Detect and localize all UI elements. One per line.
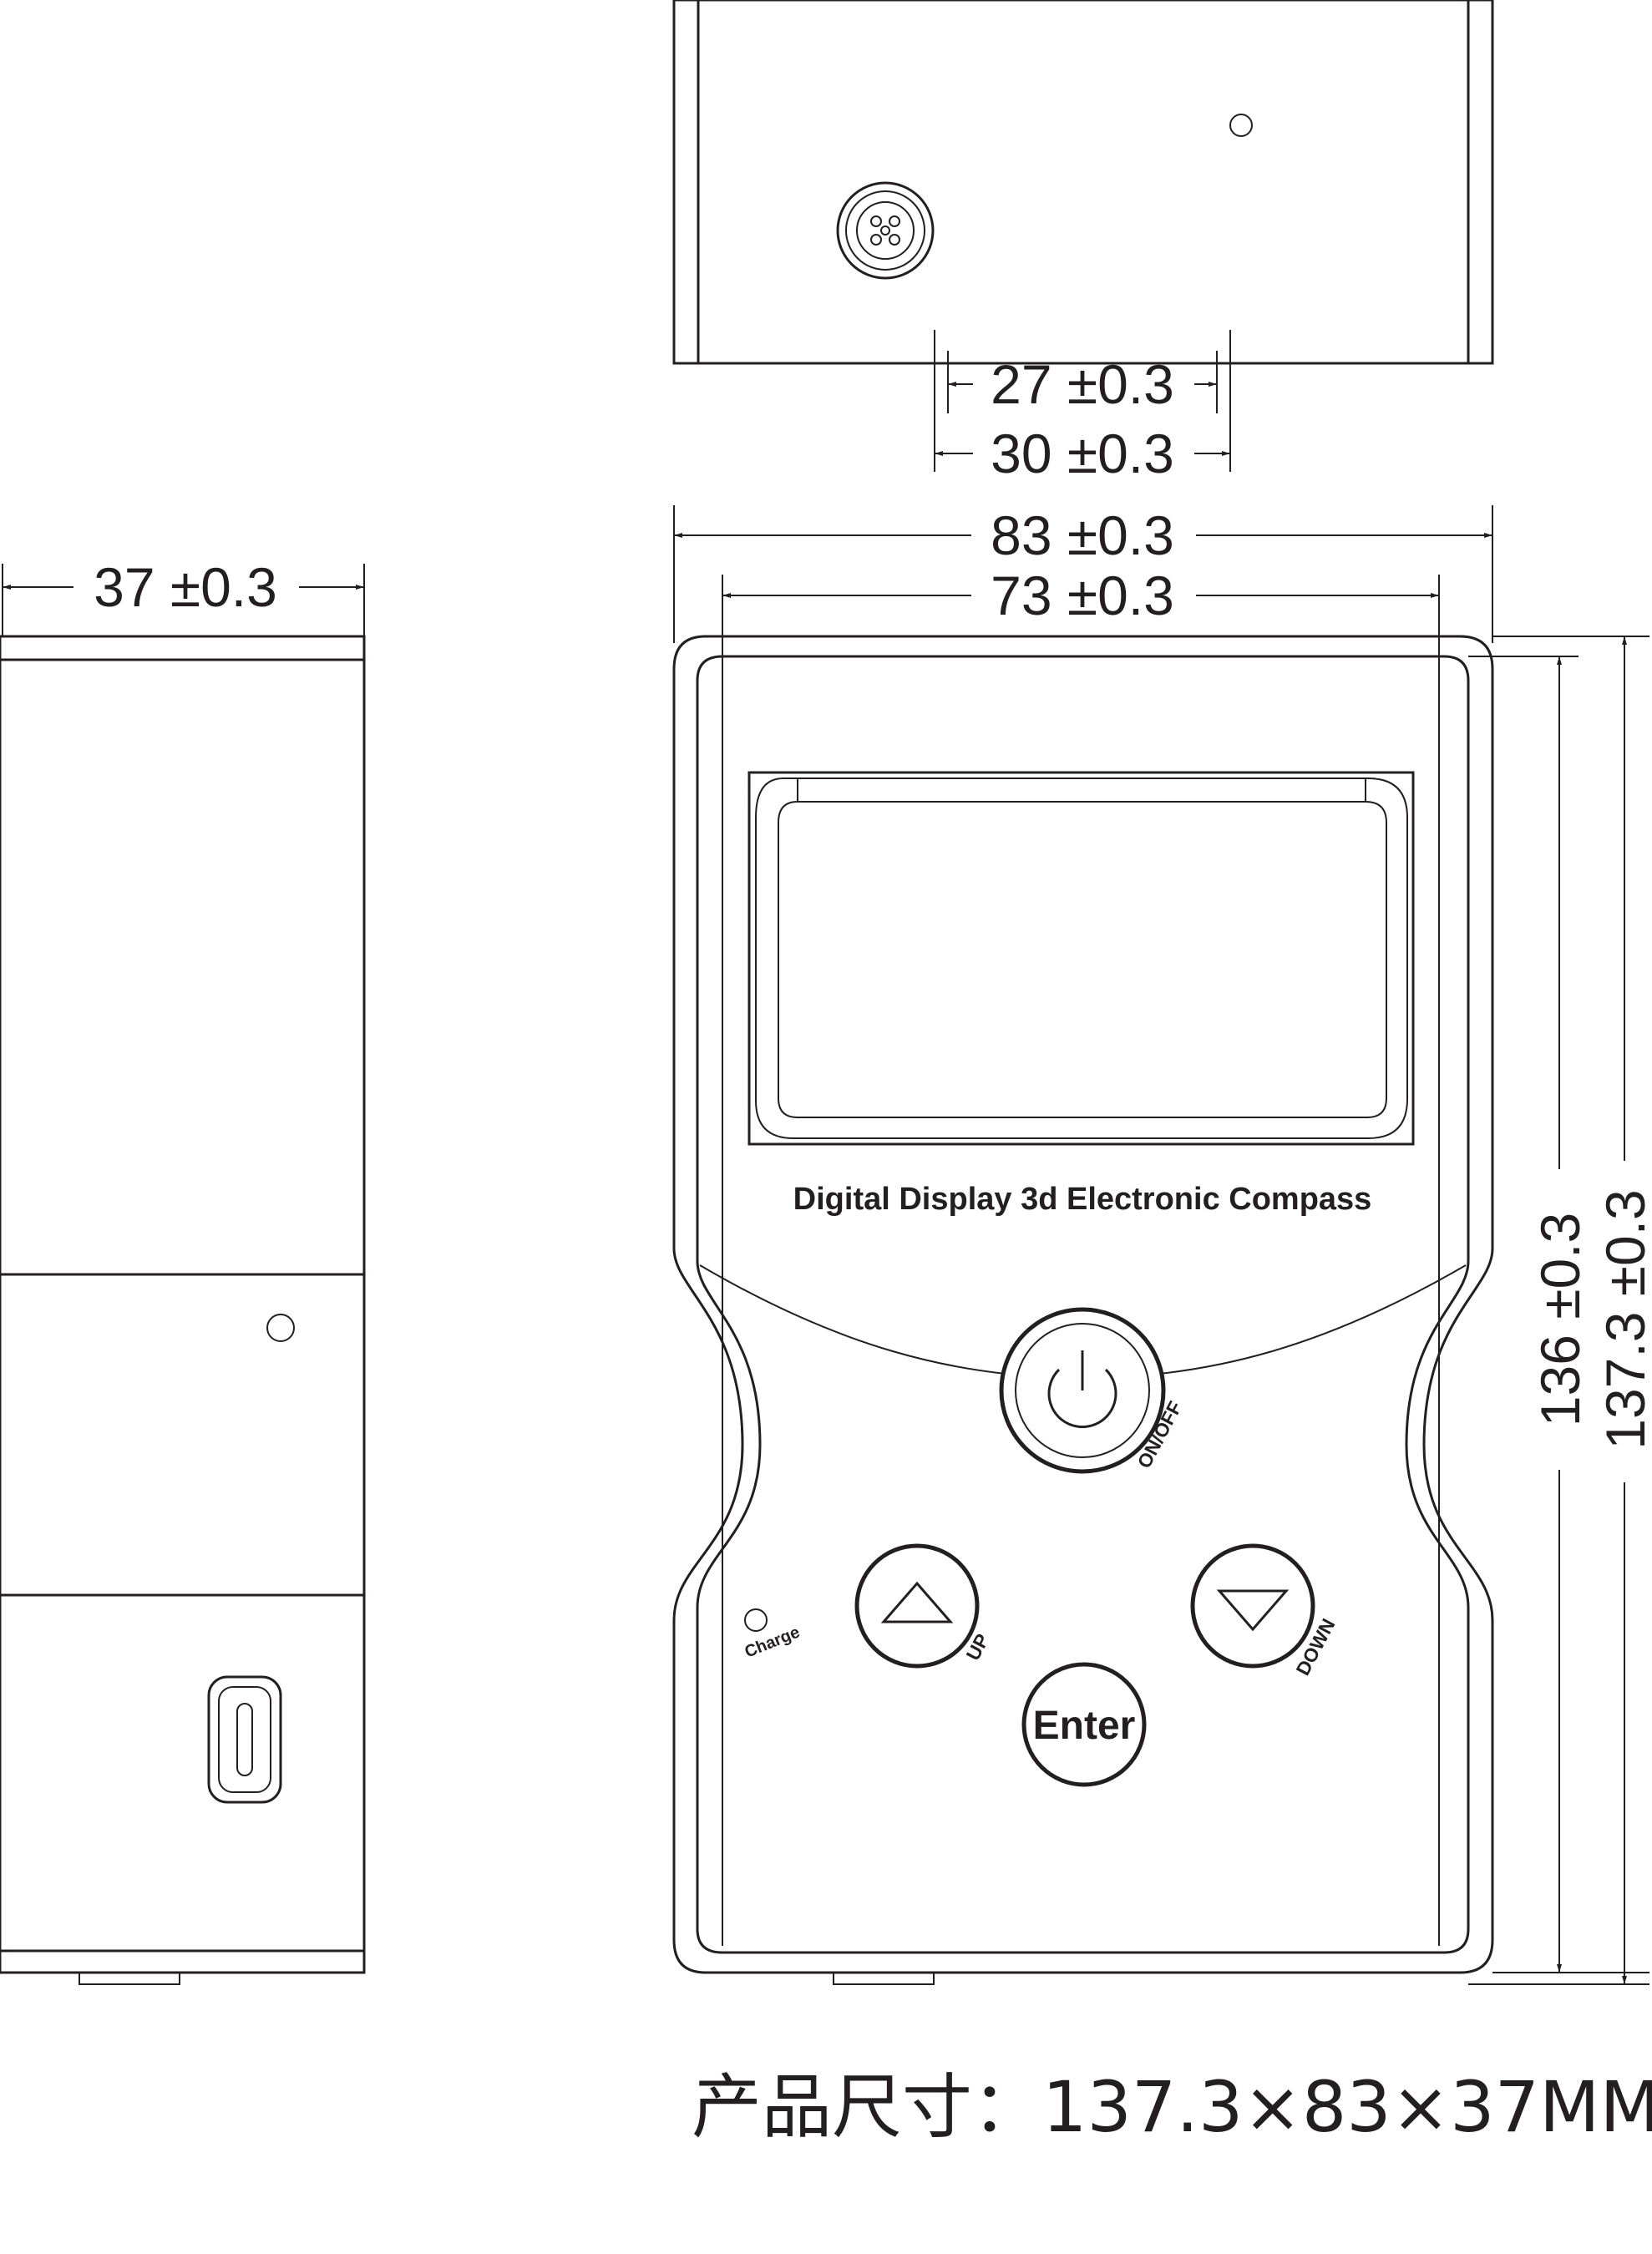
- enter-label: Enter: [1033, 1704, 1136, 1748]
- device-title: Digital Display 3d Electronic Compass: [793, 1182, 1372, 1217]
- down-arrow-icon: [1216, 1589, 1290, 1632]
- up-button[interactable]: [854, 1543, 980, 1669]
- overall-width-label: 83 ±0.3: [991, 504, 1174, 566]
- usb-c-port-icon: [207, 1675, 282, 1804]
- power-button[interactable]: [999, 1307, 1166, 1474]
- connector-icon: [836, 181, 935, 280]
- port-dimensions: 27 ±0.3 30 ±0.3: [934, 330, 1231, 484]
- outer-port-width-label: 30 ±0.3: [991, 423, 1174, 484]
- face-height-label: 136 ±0.3: [1529, 1213, 1591, 1426]
- side-hole: [266, 1314, 295, 1342]
- height-dimensions: 136 ±0.3 137.3 ±0.3: [1468, 636, 1652, 1985]
- enter-button[interactable]: Enter: [1021, 1662, 1147, 1787]
- display-screen: [747, 771, 1415, 1146]
- up-arrow-icon: [880, 1581, 954, 1623]
- depth-dimension: 37 ±0.3: [2, 556, 365, 636]
- overall-height-label: 137.3 ±0.3: [1594, 1189, 1652, 1449]
- product-size-caption: 产品尺寸：137.3×83×37MM: [692, 2066, 1652, 2148]
- inner-port-width-label: 27 ±0.3: [991, 353, 1174, 415]
- face-width-label: 73 ±0.3: [991, 565, 1174, 626]
- top-view: [672, 0, 1494, 365]
- width-dimensions: 83 ±0.3 73 ±0.3: [673, 504, 1493, 1946]
- charge-led-icon: [744, 1608, 768, 1632]
- charge-label: Charge: [742, 1623, 803, 1661]
- depth-label: 37 ±0.3: [94, 556, 277, 618]
- top-hole: [1229, 114, 1253, 137]
- front-view: Digital Display 3d Electronic Compass ON…: [672, 635, 1494, 1985]
- down-button[interactable]: [1190, 1543, 1315, 1669]
- side-view: [0, 635, 366, 1985]
- power-icon: [1047, 1368, 1117, 1429]
